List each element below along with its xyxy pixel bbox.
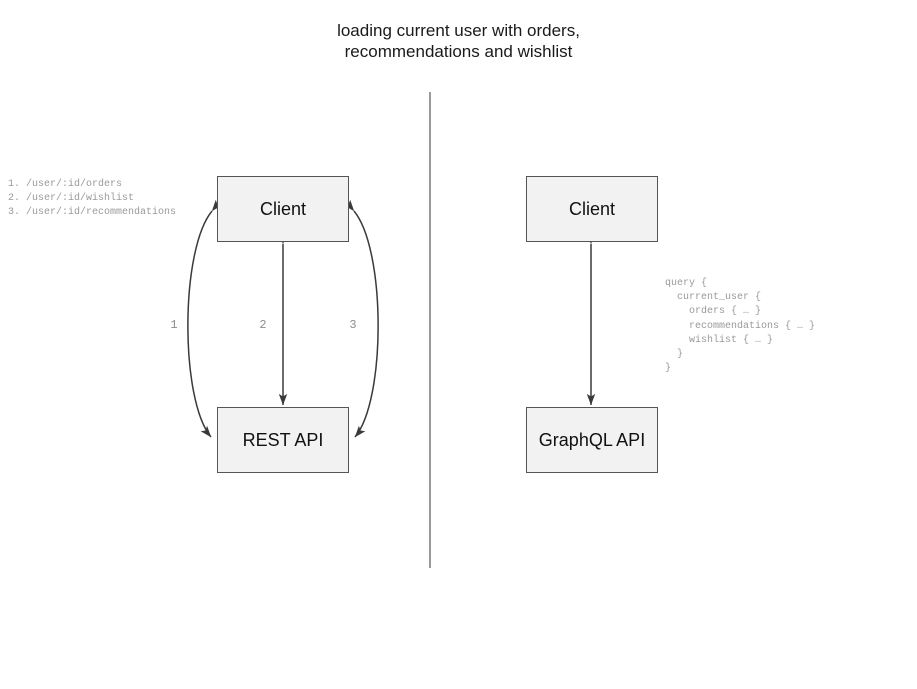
edge-rest-1 (187, 199, 223, 438)
diagram-title: loading current user with orders, recomm… (337, 21, 580, 61)
edge-rest-3 (343, 199, 379, 438)
node-client-rest: Client (217, 176, 349, 242)
node-client-graphql: Client (526, 176, 658, 242)
edge-label-3: 3 (349, 318, 357, 332)
node-rest-api: REST API (217, 407, 349, 473)
rest-endpoint-list: 1. /user/:id/orders 2. /user/:id/wishlis… (8, 179, 177, 219)
edge-label-1: 1 (170, 318, 178, 332)
edge-label-2: 2 (259, 318, 267, 332)
graphql-query-snippet: query { current_user { orders { … } reco… (665, 278, 816, 375)
node-graphql-api: GraphQL API (526, 407, 658, 473)
